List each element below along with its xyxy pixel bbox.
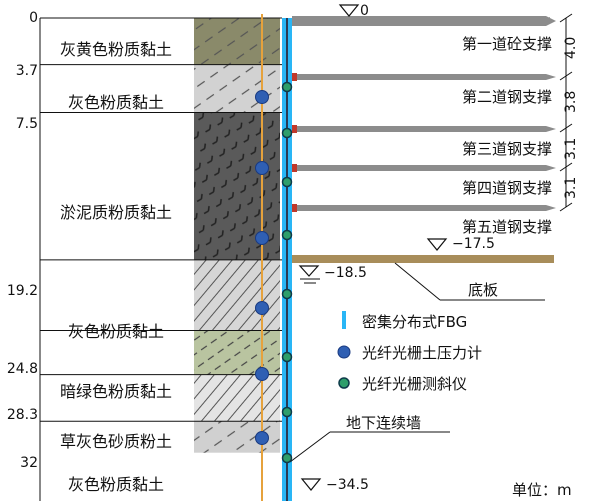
support-strut: [292, 16, 546, 26]
support-strut: [292, 165, 546, 171]
support-arrowhead: [546, 205, 556, 211]
earth-pressure-cell: [255, 231, 269, 245]
inclinometer-sensor: [281, 176, 293, 188]
wall-leader: [289, 431, 331, 463]
diaphragm-wall-label: 地下连续墙: [346, 414, 422, 432]
dimension-tick: [559, 162, 573, 172]
top-level-label: 0: [360, 3, 369, 19]
depth-label-24-8: 24.8: [6, 361, 38, 377]
earth-pressure-cell: [255, 90, 269, 104]
support-strut: [292, 205, 546, 211]
legend-fbg-swatch: [342, 311, 346, 329]
dimension-tick: [559, 123, 573, 133]
layer-name-4: 灰色粉质黏土: [67, 322, 164, 341]
inclinometer-sensor: [281, 127, 293, 139]
depth-label-32: 32: [20, 455, 38, 471]
dimension-tick: [559, 71, 573, 81]
layer-name-6: 草灰色砂质粉土: [59, 432, 172, 451]
support-label-2: 第二道钢支撑: [461, 88, 552, 106]
inclinometer-sensor: [281, 452, 293, 464]
dimension-tick: [559, 13, 573, 23]
spacing-dimension: [559, 13, 573, 212]
dimension-tick: [559, 202, 573, 212]
strut-gauge-marker: [292, 164, 297, 172]
spacing-label-2: 3.8: [563, 90, 579, 113]
water-level-label: −18.5: [324, 265, 367, 281]
inclinometer-sensors: [281, 81, 293, 464]
spacing-label-3: 3.1: [563, 137, 579, 160]
top-level-marker: [338, 4, 360, 17]
legend-incl-swatch: [338, 377, 350, 389]
base-slab-leader: [394, 262, 441, 301]
support-label-5: 第五道钢支撑: [461, 218, 552, 236]
base-slab: [292, 255, 554, 263]
spacing-label-4: 3.1: [563, 176, 579, 199]
support-arrowhead: [546, 165, 556, 171]
excavation-level-marker: [426, 238, 448, 251]
support-label-1: 第一道砼支撑: [461, 35, 552, 53]
legend-fbg-label: 密集分布式FBG: [362, 313, 468, 331]
support-arrowhead: [546, 16, 556, 26]
layer-name-1: 灰黄色粉质黏土: [59, 40, 172, 59]
wall-bottom-level-label: −34.5: [326, 477, 369, 493]
inclinometer-sensor: [281, 406, 293, 418]
soil-layer-hatch: [194, 259, 280, 331]
layer-name-7: 灰色粉质黏土: [67, 475, 164, 494]
support-strut: [292, 74, 546, 80]
support-arrowhead: [546, 126, 556, 132]
inclinometer-sensor: [281, 351, 293, 363]
depth-label-7-5: 7.5: [15, 116, 38, 132]
legend-pressure-swatch: [337, 345, 351, 359]
layer-name-3: 淤泥质粉质黏土: [59, 203, 172, 222]
wall-bottom-level-marker: [300, 478, 322, 491]
strut-gauge-marker: [292, 73, 297, 81]
legend-incl-label: 光纤光栅测斜仪: [362, 375, 468, 393]
strut-gauge-marker: [292, 204, 297, 212]
water-level-marker: [298, 265, 320, 277]
support-label-3: 第三道钢支撑: [461, 140, 552, 158]
depth-label-0: 0: [29, 10, 38, 26]
earth-pressure-cells: [255, 90, 269, 445]
layer-name-5: 暗绿色粉质黏土: [59, 382, 172, 401]
support-strut: [292, 126, 546, 132]
earth-pressure-cell: [255, 301, 269, 315]
inclinometer-sensor: [281, 229, 293, 241]
strata-boundaries: [39, 17, 282, 501]
soil-layer-hatch: [194, 374, 280, 422]
earth-pressure-cell: [255, 367, 269, 381]
layer-name-2: 灰色粉质黏土: [67, 93, 164, 112]
soil-layer-hatch: [194, 64, 280, 113]
inclinometer-sensor: [281, 288, 293, 300]
inclinometer-sensor: [281, 81, 293, 93]
base-slab-label: 底板: [468, 281, 499, 299]
depth-label-19-2: 19.2: [6, 283, 38, 299]
soil-layer-hatch: [194, 18, 280, 65]
support-label-4: 第四道钢支撑: [461, 179, 552, 197]
soil-column: [194, 18, 280, 453]
earth-pressure-cell: [255, 161, 269, 175]
depth-label-28-3: 28.3: [6, 407, 38, 423]
soil-layer-hatch: [194, 330, 280, 375]
support-arrowhead: [546, 74, 556, 80]
unit-label: 单位：m: [512, 481, 572, 499]
earth-pressure-cell: [255, 431, 269, 445]
depth-label-3-7: 3.7: [15, 63, 38, 79]
spacing-label-1: 4.0: [563, 36, 579, 59]
excavation-level-label: −17.5: [452, 236, 495, 252]
legend-pressure-label: 光纤光栅土压力计: [362, 344, 483, 362]
support-struts: [292, 16, 556, 212]
strut-gauge-marker: [292, 125, 297, 133]
